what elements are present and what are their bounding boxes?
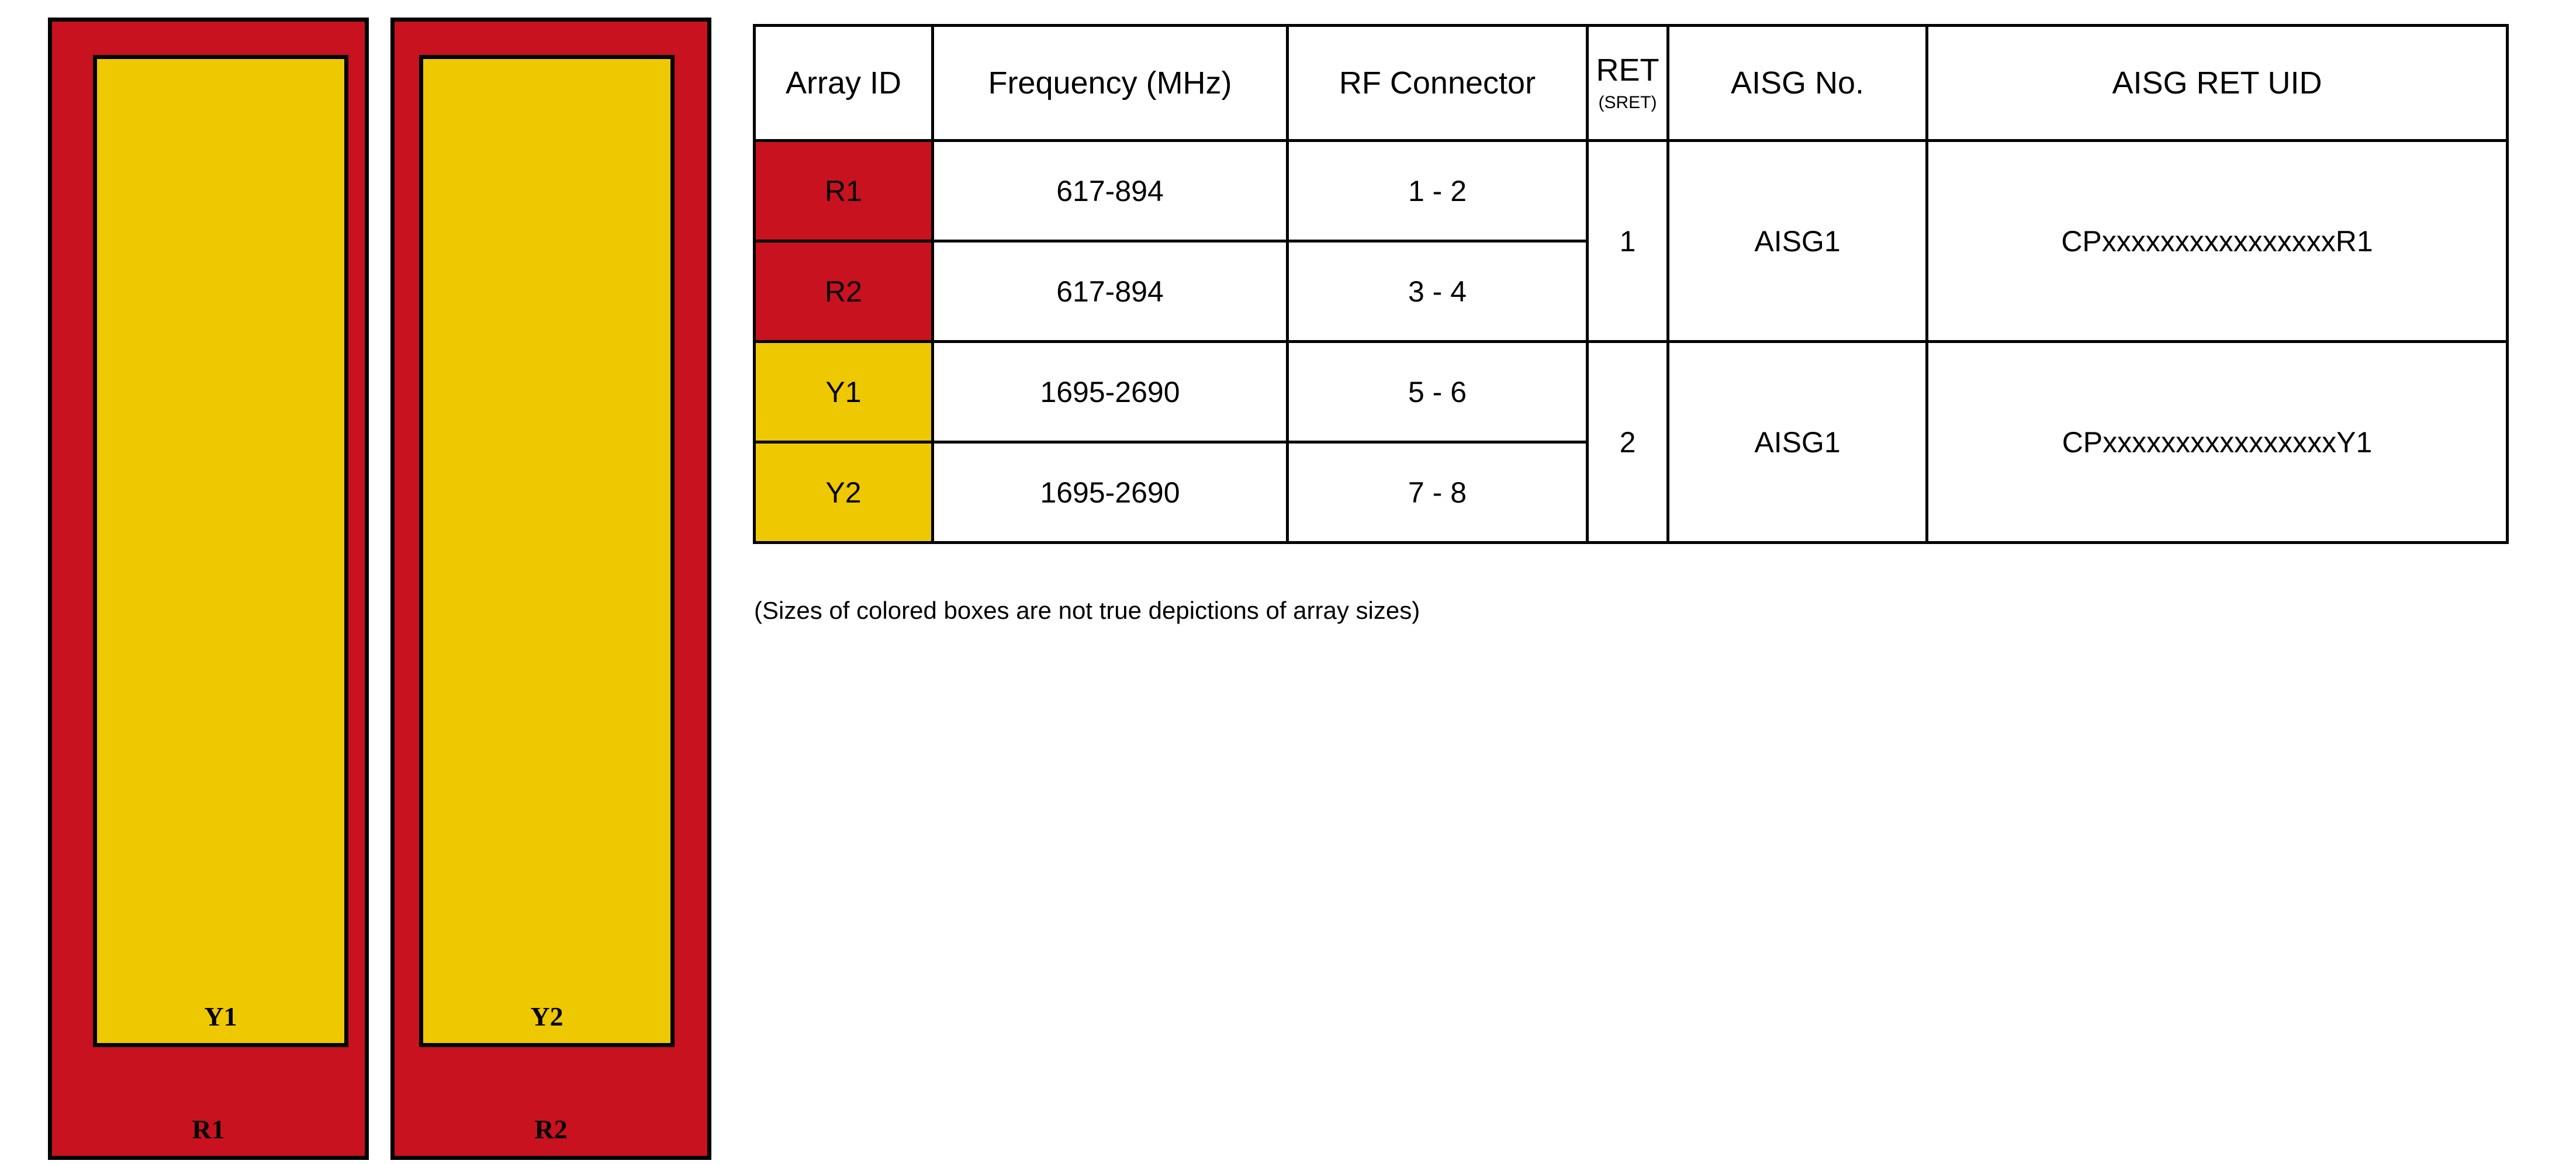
- cell-aisg-no-group-2: AISG1: [1666, 340, 1928, 544]
- array-diagram: Y1 R1 Y2 R2: [0, 0, 731, 1164]
- column-header-aisg-no: AISG No.: [1666, 24, 1928, 142]
- cell-array-id-y2: Y2: [753, 441, 934, 544]
- cell-frequency-r2: 617-894: [931, 240, 1289, 343]
- array-label-r2: R2: [534, 1114, 568, 1144]
- array-box-y2: Y2: [419, 55, 675, 1047]
- cell-array-id-y1: Y1: [753, 340, 934, 444]
- array-box-r2: Y2 R2: [390, 18, 711, 1160]
- table-row: Y2 1695-2690 7 - 8: [753, 441, 2508, 544]
- column-header-ret: RET (SRET): [1586, 24, 1669, 142]
- cell-aisg-ret-uid-group-2: CPxxxxxxxxxxxxxxxxY1: [1925, 340, 2509, 544]
- array-label-y1: Y1: [204, 1002, 237, 1031]
- column-header-ret-sub: (SRET): [1598, 93, 1657, 112]
- array-label-y2: Y2: [530, 1002, 563, 1031]
- cell-rf-connector-y1: 5 - 6: [1286, 340, 1589, 444]
- column-header-ret-main: RET: [1596, 53, 1659, 88]
- cell-frequency-r1: 617-894: [931, 139, 1289, 243]
- diagram-footnote: (Sizes of colored boxes are not true dep…: [754, 597, 1420, 624]
- cell-aisg-no-group-1: AISG1: [1666, 139, 1928, 343]
- column-header-aisg-ret-uid: AISG RET UID: [1925, 24, 2509, 142]
- cell-frequency-y1: 1695-2690: [931, 340, 1289, 444]
- cell-rf-connector-r1: 1 - 2: [1286, 139, 1589, 243]
- cell-array-id-r2: R2: [753, 240, 934, 343]
- cell-ret-group-1: 1: [1586, 139, 1669, 343]
- table-row: R2 617-894 3 - 4: [753, 240, 2508, 343]
- cell-aisg-ret-uid-group-1: CPxxxxxxxxxxxxxxxxR1: [1925, 139, 2509, 343]
- array-label-r1: R1: [192, 1114, 225, 1144]
- array-box-y1: Y1: [93, 55, 348, 1047]
- ret-configuration-table: Array ID Frequency (MHz) RF Connector RE…: [753, 24, 2509, 544]
- column-header-frequency: Frequency (MHz): [931, 24, 1289, 142]
- cell-ret-group-2: 2: [1586, 340, 1669, 544]
- table-header-row: Array ID Frequency (MHz) RF Connector RE…: [753, 24, 2509, 142]
- column-header-rf-connector: RF Connector: [1286, 24, 1589, 142]
- cell-rf-connector-y2: 7 - 8: [1286, 441, 1589, 544]
- cell-frequency-y2: 1695-2690: [931, 441, 1289, 544]
- cell-array-id-r1: R1: [753, 139, 934, 243]
- array-box-r1: Y1 R1: [48, 18, 369, 1160]
- table-row: R1 617-894 1 - 2 1 AISG1 CPxxxxxxxxxxxxx…: [753, 139, 2509, 343]
- table-row: Y1 1695-2690 5 - 6 2 AISG1 CPxxxxxxxxxxx…: [753, 340, 2509, 544]
- column-header-array-id: Array ID: [753, 24, 934, 142]
- cell-rf-connector-r2: 3 - 4: [1286, 240, 1589, 343]
